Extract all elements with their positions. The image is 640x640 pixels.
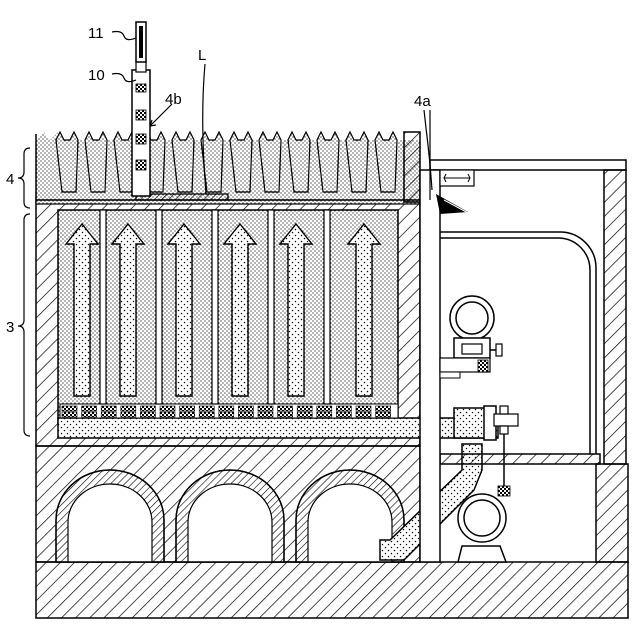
channel-wall (100, 210, 106, 404)
brick (199, 406, 214, 411)
brick (336, 412, 351, 417)
brick (297, 412, 312, 417)
brick (62, 412, 77, 417)
label-4: 4 (6, 171, 14, 188)
brick (336, 406, 351, 411)
brick (82, 412, 97, 417)
brick (356, 406, 371, 411)
brick (160, 406, 175, 411)
brick (180, 412, 195, 417)
brick (238, 412, 253, 417)
brick (297, 406, 312, 411)
brick (376, 412, 391, 417)
label-10: 10 (88, 67, 105, 84)
brick (121, 412, 136, 417)
channel-wall (268, 210, 274, 404)
brick (121, 406, 136, 411)
ground-slab (36, 562, 628, 618)
label-3: 3 (6, 319, 14, 336)
label-11: 11 (88, 25, 104, 42)
lower-pump (458, 494, 506, 562)
brick (160, 412, 175, 417)
brick (376, 406, 391, 411)
brick (101, 412, 116, 417)
probe-tool (132, 22, 150, 196)
upper-valve (440, 296, 502, 378)
brick (317, 412, 332, 417)
brick (62, 406, 77, 411)
brick (356, 412, 371, 417)
brick (258, 412, 273, 417)
brick (278, 406, 293, 411)
brick (258, 406, 273, 411)
brick (219, 412, 234, 417)
label-4a: 4a (414, 93, 431, 110)
brick (219, 406, 234, 411)
brick (238, 406, 253, 411)
brick (199, 412, 214, 417)
channel-wall (156, 210, 162, 404)
brick (278, 412, 293, 417)
brick (101, 406, 116, 411)
label-4b: 4b (165, 91, 182, 108)
channel-wall (212, 210, 218, 404)
brick (317, 406, 332, 411)
furnace-base (36, 446, 420, 562)
brick (82, 406, 97, 411)
brick (180, 406, 195, 411)
section-brackets (18, 148, 30, 436)
brick (140, 406, 155, 411)
brick (140, 412, 155, 417)
channel-wall (324, 210, 330, 404)
label-L: L (198, 47, 206, 64)
